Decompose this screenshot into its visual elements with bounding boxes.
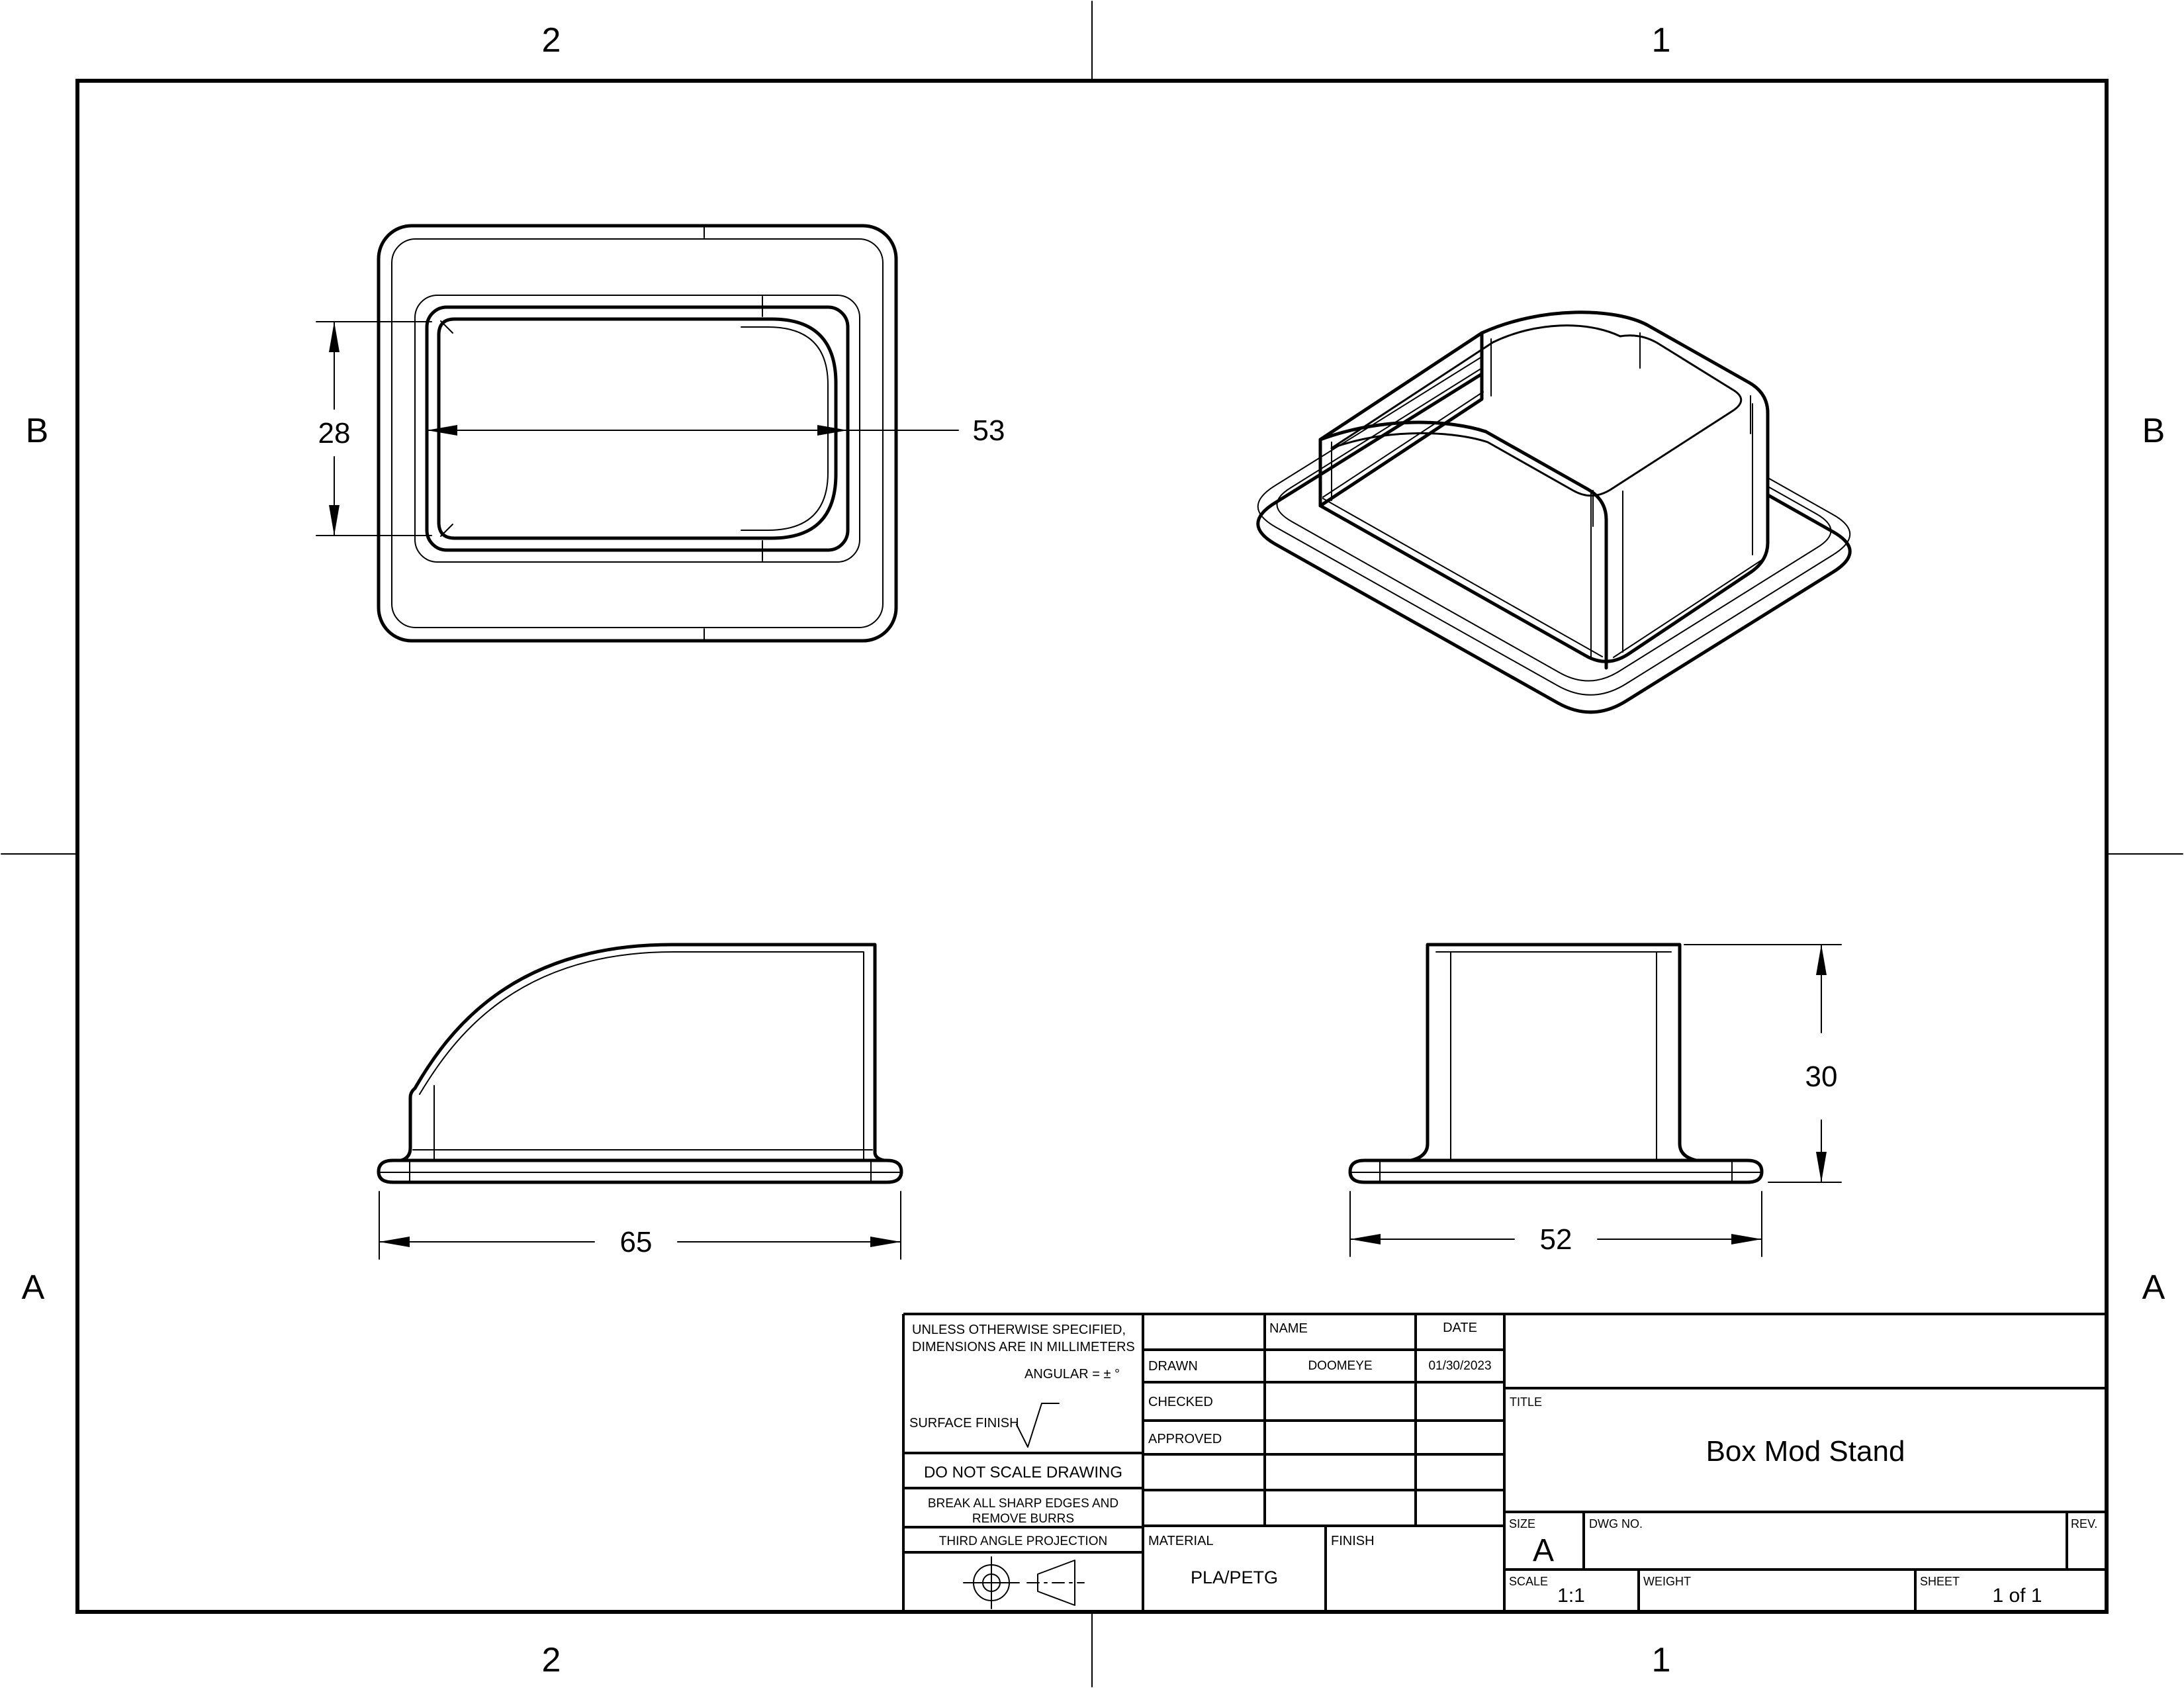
size-value: A bbox=[1533, 1533, 1554, 1568]
arrowhead bbox=[1816, 945, 1827, 975]
side-view-body-outline bbox=[399, 943, 886, 1162]
spec-note-line1: UNLESS OTHERWISE SPECIFIED, bbox=[912, 1323, 1126, 1337]
zone-label-left-a: A bbox=[22, 1268, 45, 1307]
name-header: NAME bbox=[1269, 1321, 1308, 1336]
top-view-tower-fillet bbox=[414, 295, 860, 563]
iso-front-crest bbox=[1318, 420, 1488, 442]
iso-base-joint-line bbox=[1322, 391, 1484, 498]
dim-65: 65 bbox=[379, 1191, 901, 1260]
projection-label: THIRD ANGLE PROJECTION bbox=[939, 1534, 1107, 1548]
sheet-label: SHEET bbox=[1920, 1575, 1960, 1588]
surface-finish-label: SURFACE FINISH bbox=[909, 1416, 1019, 1430]
top-view-tower-rim bbox=[425, 305, 850, 552]
dim-base-width-label: 52 bbox=[1540, 1223, 1572, 1256]
border-frame bbox=[75, 79, 2109, 1614]
iso-base-joint-line bbox=[1613, 559, 1762, 658]
side-view: 65 bbox=[377, 943, 903, 1260]
arrowhead bbox=[1350, 1234, 1381, 1244]
zone-labels: 2 1 2 1 B A B A bbox=[22, 21, 2165, 1679]
top-view-base-outline bbox=[377, 224, 898, 643]
material-value: PLA/PETG bbox=[1191, 1568, 1278, 1587]
corner-tick bbox=[440, 524, 453, 537]
title-label: TITLE bbox=[1510, 1395, 1542, 1409]
dim-height-label: 30 bbox=[1805, 1060, 1838, 1093]
iso-cavity-rim bbox=[1330, 324, 1743, 497]
drawn-name: DOOMEYE bbox=[1308, 1359, 1372, 1373]
isometric-view bbox=[1256, 310, 1852, 714]
arrowhead bbox=[329, 505, 340, 536]
corner-tick bbox=[440, 320, 453, 334]
surface-finish-icon bbox=[1016, 1403, 1060, 1448]
deburr-note-line1: BREAK ALL SHARP EDGES AND bbox=[928, 1497, 1118, 1511]
material-label: MATERIAL bbox=[1148, 1534, 1214, 1548]
front-view-base-plate bbox=[1348, 1158, 1764, 1184]
arrowhead bbox=[870, 1237, 901, 1247]
do-not-scale-note: DO NOT SCALE DRAWING bbox=[924, 1464, 1122, 1481]
weight-label: WEIGHT bbox=[1643, 1575, 1691, 1588]
deburr-note-line2: REMOVE BURRS bbox=[972, 1512, 1074, 1526]
finish-label: FINISH bbox=[1331, 1534, 1375, 1548]
sheet-value: 1 of 1 bbox=[1992, 1585, 2042, 1607]
side-view-swoop-inner bbox=[419, 951, 864, 1161]
zone-label-bottom-2: 2 bbox=[542, 1641, 561, 1679]
checked-label: CHECKED bbox=[1148, 1395, 1213, 1409]
zone-label-right-b: B bbox=[2142, 412, 2165, 450]
iso-base-fillet-edge bbox=[1276, 353, 1832, 682]
top-view-base-fillet bbox=[391, 238, 884, 628]
arrowhead bbox=[379, 1237, 410, 1247]
front-view: 52 30 bbox=[1348, 943, 1842, 1257]
angular-tolerance-note: ANGULAR = ± ° bbox=[1024, 1367, 1120, 1382]
dim-cavity-height-label: 28 bbox=[318, 417, 351, 449]
date-header: DATE bbox=[1443, 1321, 1477, 1335]
dim-base-length-label: 65 bbox=[620, 1226, 653, 1258]
arrowhead bbox=[1731, 1234, 1762, 1244]
zone-label-left-b: B bbox=[26, 412, 49, 450]
size-label: SIZE bbox=[1509, 1517, 1535, 1530]
iso-base-joint-line bbox=[1322, 498, 1603, 657]
dim-30: 30 bbox=[1684, 944, 1842, 1183]
iso-base-top-edge bbox=[1257, 345, 1851, 696]
rev-label: REV. bbox=[2071, 1517, 2097, 1530]
arrowhead bbox=[1816, 1152, 1827, 1182]
side-view-base-plate bbox=[377, 1158, 903, 1184]
front-view-body-outline bbox=[1409, 943, 1698, 1162]
projection-cone bbox=[1037, 1560, 1075, 1606]
zone-label-right-a: A bbox=[2142, 1268, 2165, 1307]
top-view-cavity-outline bbox=[437, 317, 838, 540]
iso-front-right-edge bbox=[1484, 430, 1608, 670]
iso-base-bottom-edge bbox=[1256, 361, 1852, 714]
approved-label: APPROVED bbox=[1148, 1432, 1222, 1446]
dwg-no-label: DWG NO. bbox=[1589, 1517, 1643, 1530]
zone-label-bottom-1: 1 bbox=[1652, 1641, 1671, 1679]
dim-52: 52 bbox=[1349, 1191, 1762, 1257]
scale-label: SCALE bbox=[1509, 1575, 1548, 1588]
scale-value: 1:1 bbox=[1557, 1585, 1585, 1607]
arrowhead bbox=[817, 425, 848, 436]
dim-53: 53 bbox=[426, 414, 1005, 447]
dim-28: 28 bbox=[316, 321, 432, 536]
arrowhead bbox=[329, 322, 340, 352]
arrowhead bbox=[427, 425, 457, 436]
third-angle-projection-icon bbox=[963, 1556, 1085, 1609]
zone-label-top-1: 1 bbox=[1652, 21, 1671, 60]
title-block: UNLESS OTHERWISE SPECIFIED, DIMENSIONS A… bbox=[902, 1313, 2107, 1612]
dim-cavity-width-label: 53 bbox=[973, 414, 1005, 447]
drawing-title: Box Mod Stand bbox=[1706, 1435, 1905, 1468]
top-view-cavity-inner-edge bbox=[741, 326, 829, 531]
zone-label-top-2: 2 bbox=[542, 21, 561, 60]
top-view: 28 53 bbox=[316, 224, 1005, 643]
iso-tower-silhouette bbox=[1318, 310, 1770, 663]
drawn-label: DRAWN bbox=[1148, 1359, 1198, 1374]
drawn-date: 01/30/2023 bbox=[1428, 1359, 1491, 1373]
spec-note-line2: DIMENSIONS ARE IN MILLIMETERS bbox=[912, 1340, 1135, 1354]
iso-left-wall-top-edge bbox=[1318, 331, 1484, 442]
